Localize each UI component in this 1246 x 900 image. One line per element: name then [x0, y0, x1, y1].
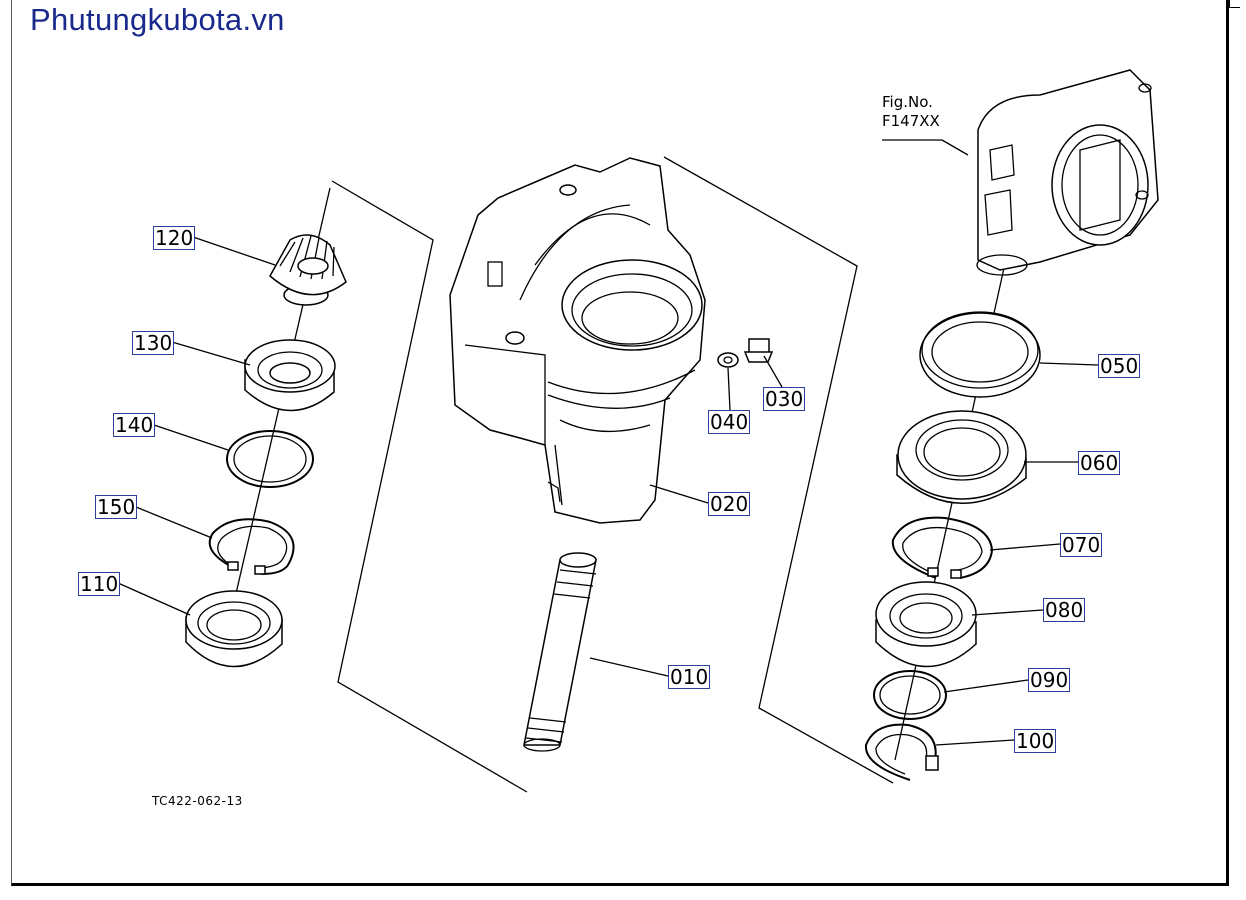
part-120-bevel-gear [269, 234, 347, 306]
drawing-number: TC422-062-13 [152, 794, 243, 808]
part-090-ring [873, 670, 947, 720]
callout-130[interactable]: 130 [132, 331, 175, 355]
part-020-housing [449, 157, 706, 524]
figure-reference-number: F147XX [882, 112, 940, 130]
callout-110[interactable]: 110 [78, 572, 121, 596]
callout-120[interactable]: 120 [153, 226, 196, 250]
callout-090[interactable]: 090 [1028, 668, 1071, 692]
part-030-bolt [743, 338, 774, 363]
fig-ref-leader [941, 139, 969, 156]
frame-corner [1229, 0, 1240, 8]
callout-010[interactable]: 010 [668, 665, 711, 689]
callout-050[interactable]: 050 [1098, 354, 1141, 378]
callout-070[interactable]: 070 [1060, 533, 1103, 557]
part-040-washer [717, 352, 739, 368]
part-130-bearing [244, 339, 336, 412]
part-110-seal [185, 590, 283, 668]
callout-040[interactable]: 040 [708, 410, 751, 434]
part-080-bearing [875, 581, 977, 668]
callout-140[interactable]: 140 [113, 413, 156, 437]
diagram-frame [11, 0, 1229, 886]
callout-030[interactable]: 030 [763, 387, 806, 411]
callout-150[interactable]: 150 [95, 495, 138, 519]
figure-reference-label: Fig.No. [882, 93, 933, 111]
callout-060[interactable]: 060 [1078, 451, 1121, 475]
right-group-bracket [663, 156, 894, 784]
callout-020[interactable]: 020 [708, 492, 751, 516]
callout-100[interactable]: 100 [1014, 729, 1057, 753]
figure-reference: Fig.No. F147XX [882, 93, 940, 131]
part-060-bearing [896, 410, 1027, 504]
site-watermark[interactable]: Phutungkubota.vn [30, 2, 285, 37]
part-100-snap-ring [864, 723, 939, 781]
part-050-oil-seal [919, 311, 1041, 398]
left-group-bracket [331, 180, 528, 793]
part-010-shaft [523, 552, 597, 752]
part-150-snap-ring [208, 518, 295, 575]
leader-lines [117, 236, 1099, 746]
callout-080[interactable]: 080 [1043, 598, 1086, 622]
part-070-snap-ring [891, 516, 994, 579]
mating-housing-f147xx [976, 69, 1159, 276]
part-140-ring [226, 430, 314, 488]
